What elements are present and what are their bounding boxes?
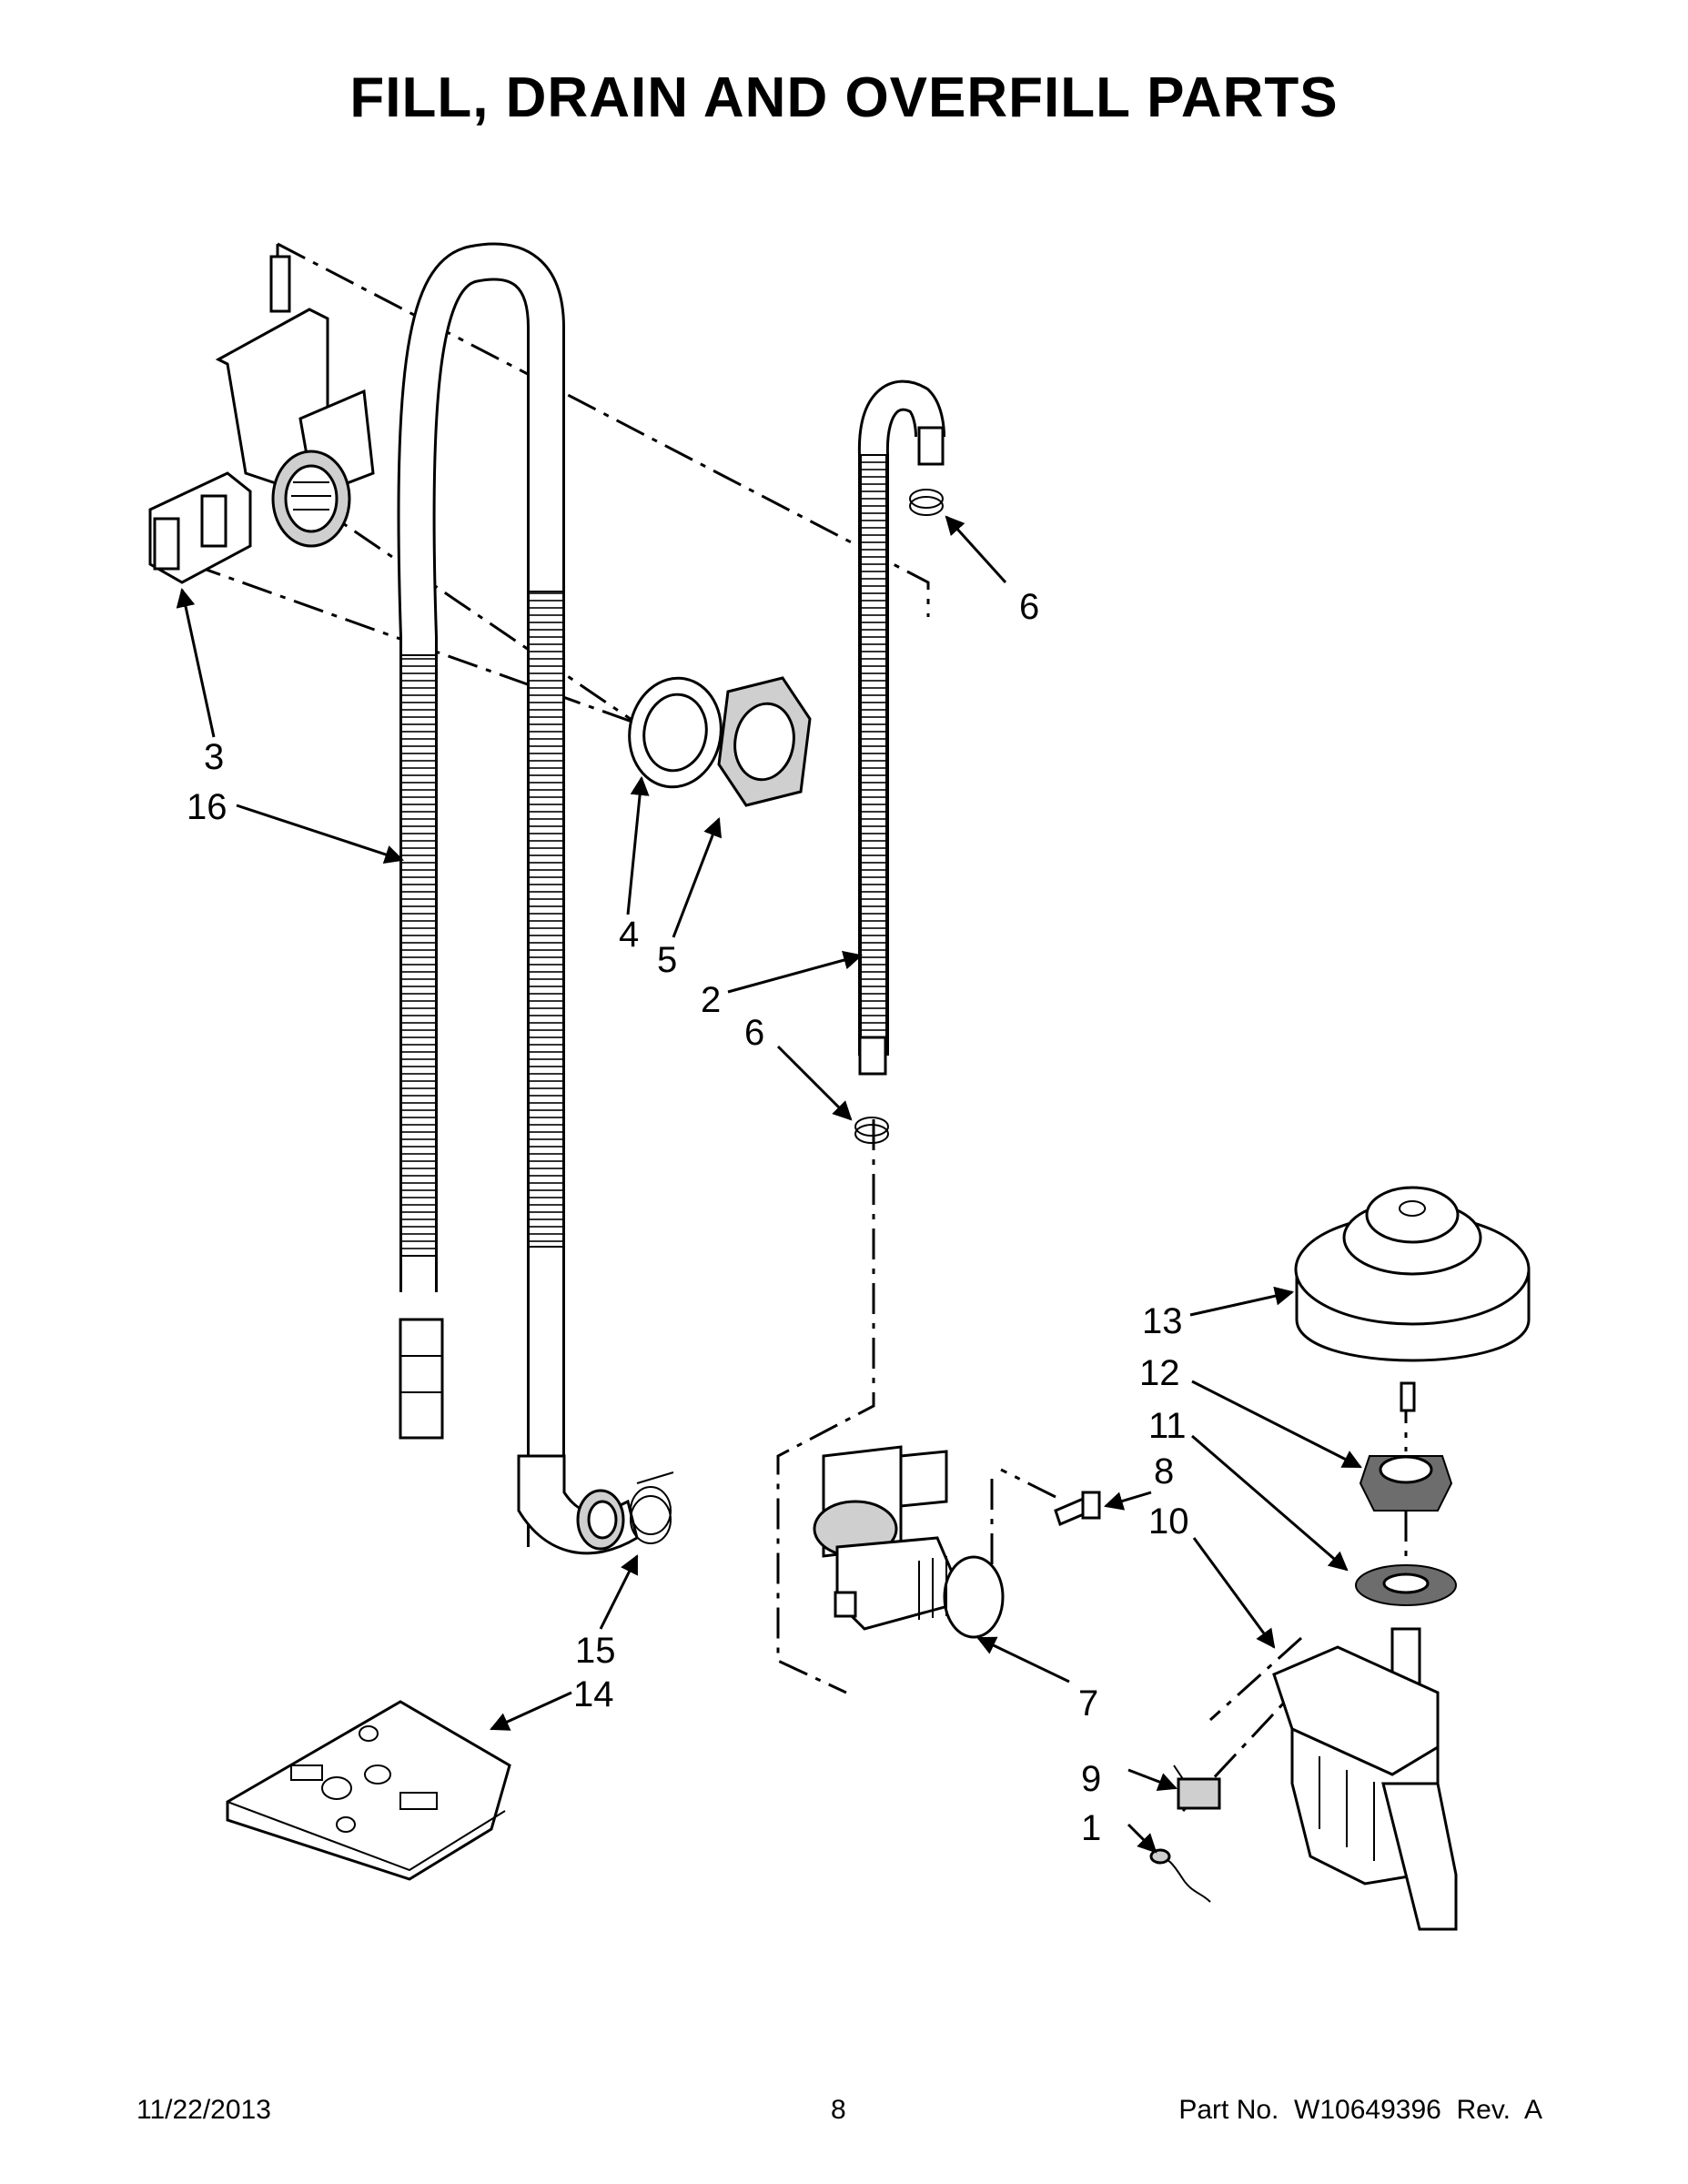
callout-10: 10 bbox=[1148, 1502, 1189, 1542]
screw bbox=[1054, 1491, 1101, 1527]
callout-14: 14 bbox=[573, 1674, 614, 1714]
callout-12: 12 bbox=[1139, 1353, 1180, 1393]
callout-3: 3 bbox=[204, 737, 224, 777]
callout-11: 11 bbox=[1148, 1406, 1187, 1446]
water-inlet-valve bbox=[813, 1445, 1005, 1639]
callout-5: 5 bbox=[657, 940, 677, 980]
fill-hose bbox=[857, 379, 945, 1076]
callout-1: 1 bbox=[1081, 1808, 1101, 1848]
footer-date: 11/22/2013 bbox=[136, 2095, 271, 2125]
callout-4: 4 bbox=[619, 915, 639, 955]
float-switch-bracket bbox=[1272, 1627, 1458, 1931]
wire-lead bbox=[1149, 1848, 1211, 1903]
float-nut bbox=[1359, 1455, 1453, 1512]
fill-hose-clamp-top bbox=[909, 489, 944, 516]
float-gasket bbox=[1355, 1564, 1457, 1606]
alignment-lines bbox=[190, 242, 1408, 1813]
drain-hose bbox=[397, 242, 639, 1555]
nut bbox=[717, 676, 812, 807]
callout-13: 13 bbox=[1142, 1301, 1183, 1341]
hose-clamp bbox=[630, 1471, 674, 1544]
drain-overfill-housing bbox=[148, 255, 375, 584]
callout-15: 15 bbox=[575, 1631, 616, 1671]
callout-9: 9 bbox=[1081, 1759, 1101, 1799]
callout-7: 7 bbox=[1078, 1684, 1098, 1724]
hardware-bag bbox=[226, 1700, 511, 1881]
callout-16: 16 bbox=[187, 787, 227, 827]
footer-page-number: 8 bbox=[831, 2095, 846, 2125]
callout-8: 8 bbox=[1154, 1451, 1174, 1491]
callout-labels: 1 2 3 4 5 6 6 7 8 9 10 11 12 13 14 15 16 bbox=[187, 587, 1189, 1848]
fill-hose-clamp-bottom bbox=[854, 1117, 889, 1144]
callout-6-bottom: 6 bbox=[744, 1013, 764, 1053]
callout-2: 2 bbox=[701, 980, 721, 1020]
footer-part-number: Part No. W10649396 Rev. A bbox=[1178, 2095, 1542, 2125]
callout-6-top: 6 bbox=[1019, 587, 1039, 627]
micro-switch bbox=[1173, 1764, 1221, 1810]
gasket bbox=[628, 676, 723, 789]
leader-lines bbox=[176, 515, 1362, 1854]
page-title: FILL, DRAIN AND OVERFILL PARTS bbox=[349, 66, 1339, 129]
float bbox=[1294, 1186, 1531, 1412]
